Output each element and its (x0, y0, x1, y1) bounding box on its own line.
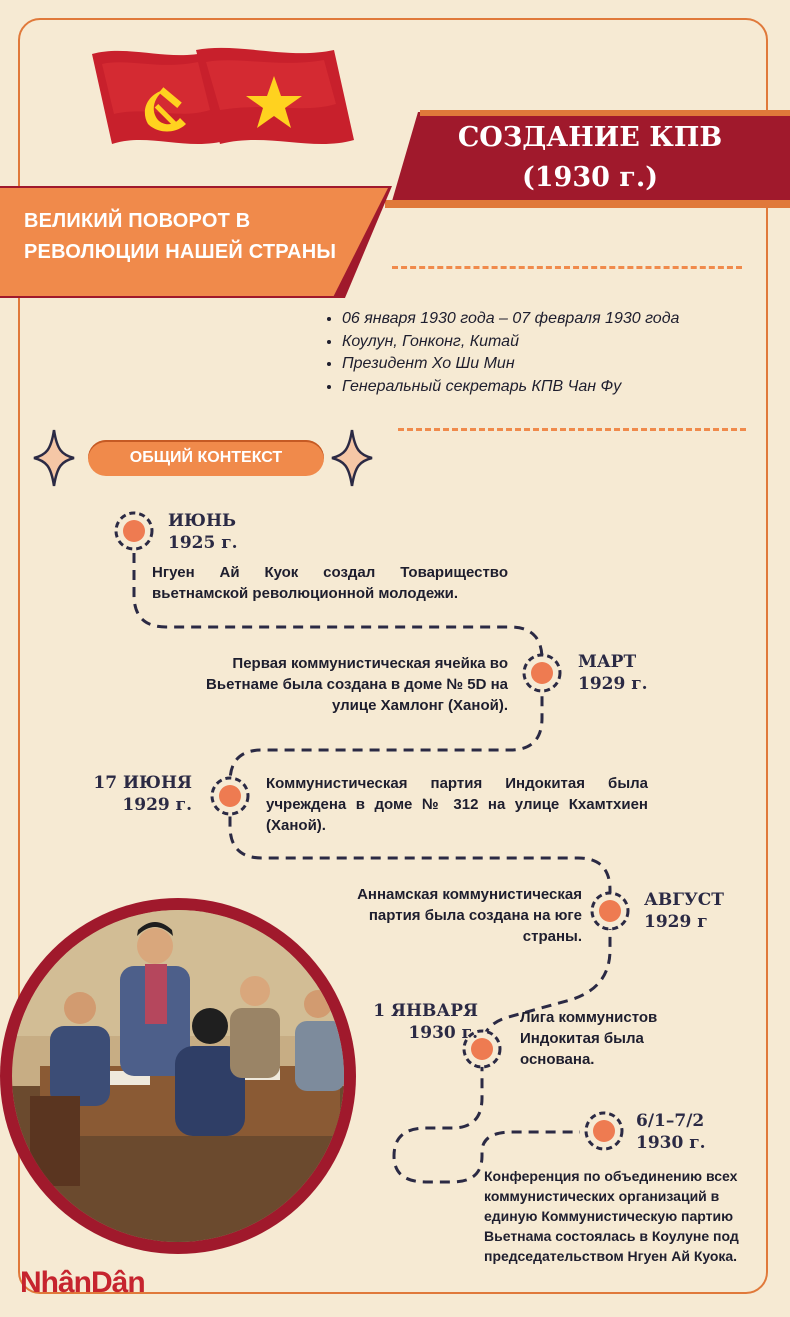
event-3-day: 17 ИЮНЯ (93, 773, 192, 793)
info-item-secretary: Генеральный секретарь КПВ Чан Фу (342, 376, 782, 399)
event-4-month: АВГУСТ (644, 890, 724, 910)
sparkle-right-icon (331, 429, 373, 487)
event-2-month: МАРТ (578, 652, 637, 672)
event-1-date: ИЮНЬ 1925 г. (168, 510, 238, 554)
event-6-text: Конференция по объединению всех коммунис… (484, 1168, 739, 1264)
title-banner-accent (420, 110, 790, 116)
timeline-dot (210, 776, 250, 816)
divider-bottom (398, 428, 746, 431)
context-label: ОБЩИЙ КОНТЕКСТ (88, 440, 324, 476)
event-3-text: Коммунистическая партия Индокитая была у… (266, 775, 648, 834)
subtitle-line1: ВЕЛИКИЙ ПОВОРОТ В (24, 210, 251, 232)
conference-painting (0, 898, 356, 1254)
page-title-line2: (1930 г.) (521, 162, 659, 193)
event-3-year: 1929 г. (122, 795, 192, 815)
event-6-days: 6/1–7/2 (636, 1111, 705, 1131)
flags-illustration (92, 47, 354, 144)
event-4-text: Аннамская коммунистическая партия была с… (357, 886, 582, 945)
event-4-date: АВГУСТ 1929 г (644, 889, 724, 933)
star-icon (246, 76, 302, 128)
event-5-day: 1 ЯНВАРЯ (373, 1001, 478, 1021)
page-title-line1: СОЗДАНИЕ КПВ (457, 122, 723, 153)
subtitle-banner (0, 188, 388, 296)
event-5-text: Лига коммунистов Индокитая была основана… (520, 1009, 658, 1068)
event-1-text: Нгуен Ай Куок создал Товарищество вьетна… (152, 564, 508, 602)
sparkle-left-icon (33, 429, 75, 487)
event-1-month: ИЮНЬ (168, 511, 237, 531)
event-5-year: 1930 г. (408, 1023, 478, 1043)
page-frame (18, 18, 768, 1294)
title-banner-accent-bottom (385, 200, 790, 208)
event-4-year: 1929 г (644, 912, 708, 932)
event-6-year: 1930 г. (636, 1133, 706, 1153)
event-6-date: 6/1–7/2 1930 г. (636, 1110, 706, 1154)
event-2-text: Первая коммунистическая ячейка во Вьетна… (206, 655, 508, 714)
nhandan-logo: NhânDân (20, 1266, 146, 1299)
page-title: СОЗДАНИЕ КПВ (1930 г.) (420, 118, 760, 198)
timeline-dot (462, 1029, 502, 1069)
info-item-dates: 06 января 1930 года – 07 февраля 1930 го… (342, 308, 782, 331)
info-item-place: Коулун, Гонконг, Китай (342, 331, 782, 354)
event-2-year: 1929 г. (578, 674, 648, 694)
event-2-date: МАРТ 1929 г. (578, 651, 648, 695)
title-banner (390, 112, 790, 208)
divider-top (392, 266, 742, 269)
event-1-year: 1925 г. (168, 533, 238, 553)
timeline-dot (584, 1111, 624, 1151)
info-item-president: Президент Хо Ши Мин (342, 353, 782, 376)
subtitle-line2: РЕВОЛЮЦИИ НАШЕЙ СТРАНЫ (24, 241, 337, 263)
subtitle: ВЕЛИКИЙ ПОВОРОТ В РЕВОЛЮЦИИ НАШЕЙ СТРАНЫ (24, 206, 364, 268)
event-3-date: 17 ИЮНЯ 1929 г. (88, 772, 192, 816)
timeline-dot (590, 891, 630, 931)
timeline-dot (114, 511, 154, 551)
event-5-date: 1 ЯНВАРЯ 1930 г. (360, 1000, 478, 1044)
timeline-dot (522, 653, 562, 693)
info-list: 06 января 1930 года – 07 февраля 1930 го… (326, 308, 782, 398)
hammer-sickle-icon (144, 87, 186, 132)
